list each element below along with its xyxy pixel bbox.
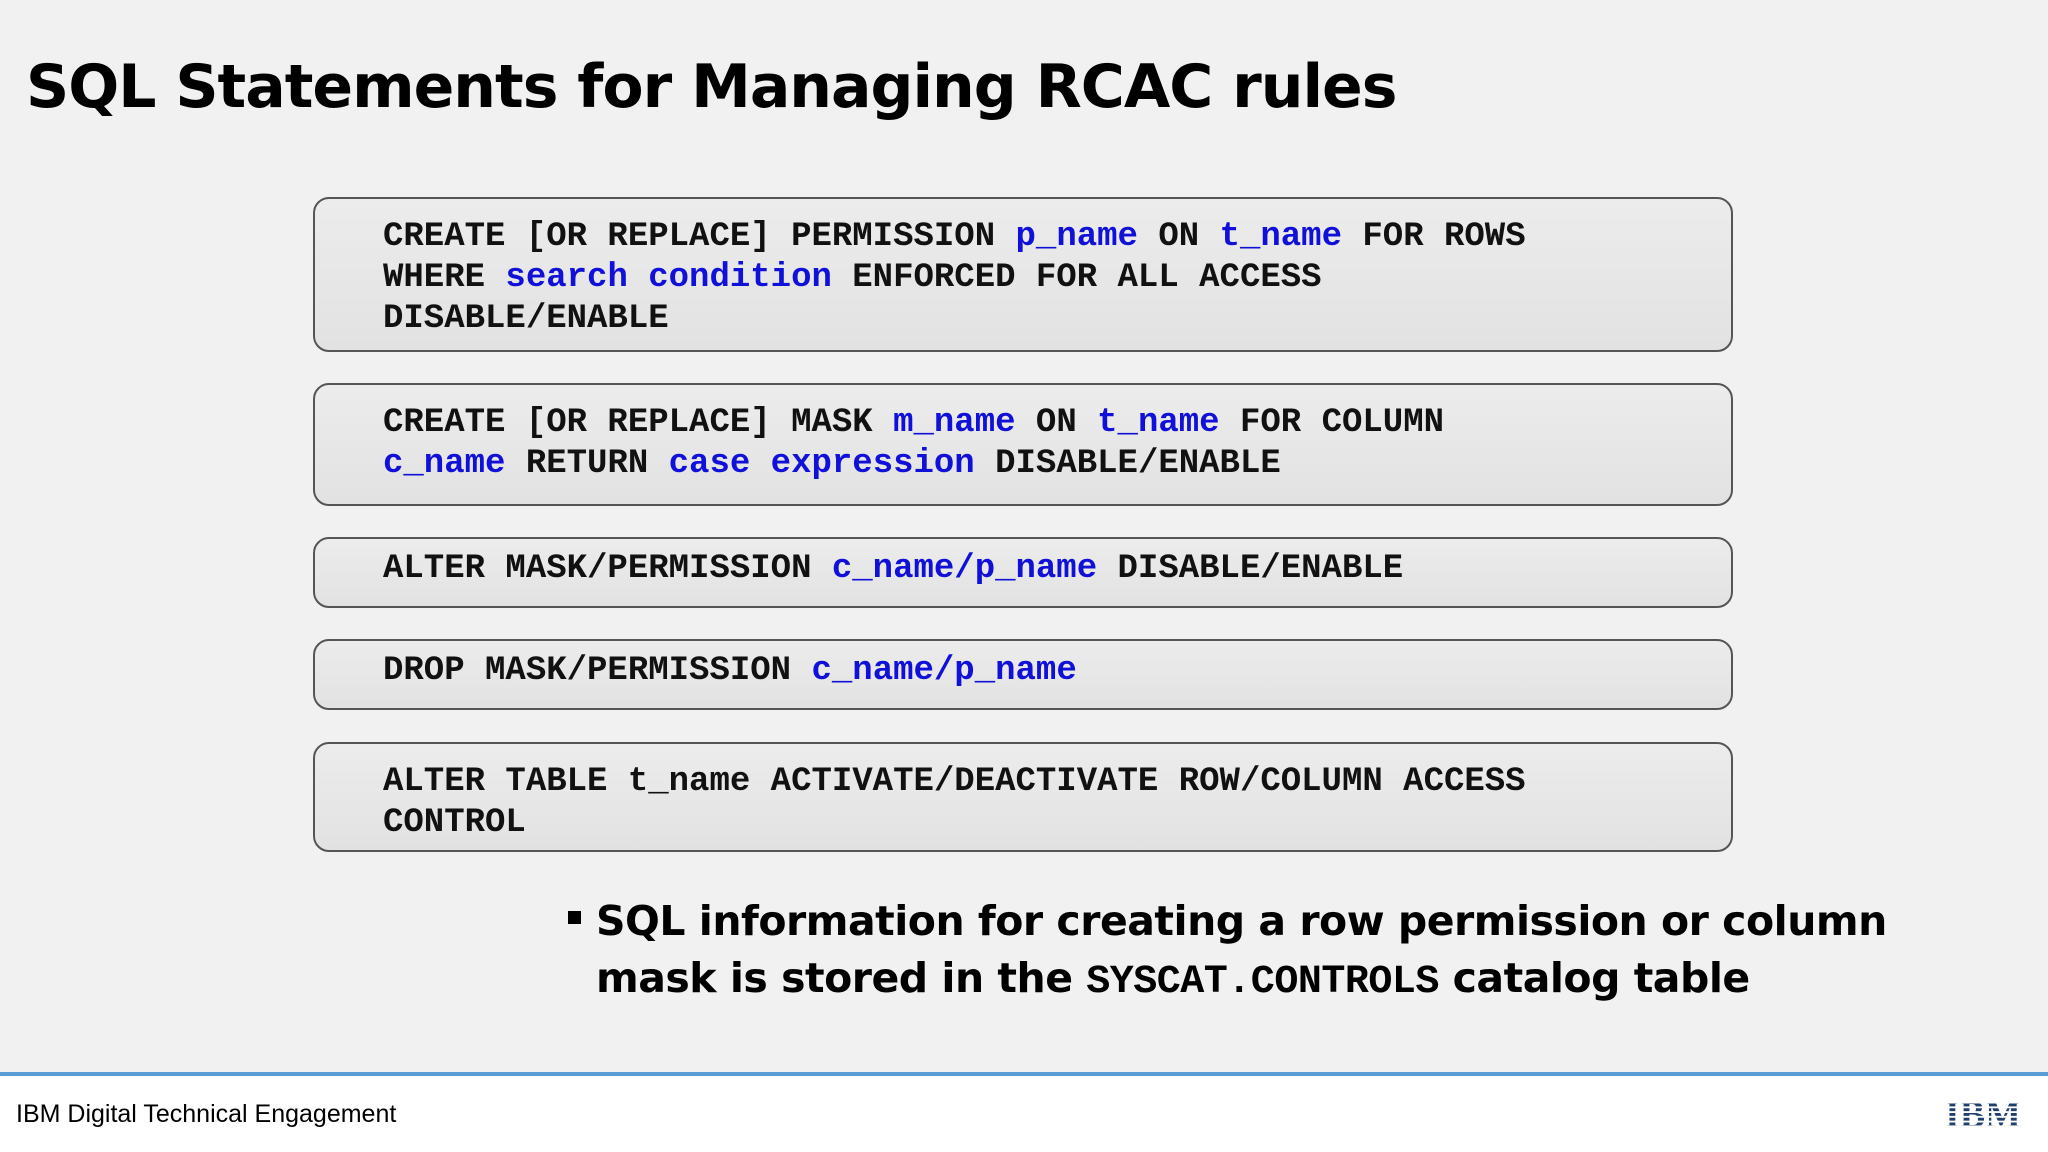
sql-placeholder: m_name [893, 404, 1016, 442]
sql-keyword: ALTER TABLE t_name ACTIVATE/DEACTIVATE R… [383, 763, 1526, 801]
sql-line: ALTER MASK/PERMISSION c_name/p_name DISA… [383, 549, 1691, 590]
sql-placeholder: c_name/p_name [831, 550, 1098, 588]
catalog-note: SQL information for creating a row permi… [568, 893, 1988, 1011]
sql-keyword: RETURN [505, 445, 669, 483]
sql-keyword: ALTER MASK/PERMISSION [383, 550, 832, 588]
sql-placeholder: c_name [383, 445, 506, 483]
sql-keyword: ENFORCED FOR ALL ACCESS [831, 259, 1322, 297]
sql-placeholder: t_name [1097, 404, 1220, 442]
sql-line: CREATE [OR REPLACE] MASK m_name ON t_nam… [383, 403, 1691, 444]
sql-keyword: ON [1015, 404, 1098, 442]
logo-text: IBM [1945, 1094, 2021, 1132]
catalog-note-text: SQL information for creating a row permi… [596, 893, 1988, 1011]
sql-keyword: FOR COLUMN [1219, 404, 1444, 442]
slide: SQL Statements for Managing RCAC rules C… [0, 0, 2048, 1072]
ibm-logo: IBM [1945, 1094, 2021, 1132]
sql-keyword: CONTROL [383, 804, 526, 842]
sql-statement-create-permission: CREATE [OR REPLACE] PERMISSION p_name ON… [313, 197, 1733, 352]
bullet-icon [568, 911, 581, 924]
sql-keyword: DISABLE/ENABLE [1097, 550, 1404, 588]
sql-statement-alter-mask-permission: ALTER MASK/PERMISSION c_name/p_name DISA… [313, 537, 1733, 608]
sql-line: DISABLE/ENABLE [383, 299, 1691, 340]
sql-placeholder: p_name [1015, 218, 1138, 256]
sql-line: CONTROL [383, 803, 1691, 844]
sql-line: CREATE [OR REPLACE] PERMISSION p_name ON… [383, 217, 1691, 258]
sql-statement-drop-mask-permission: DROP MASK/PERMISSION c_name/p_name [313, 639, 1733, 710]
sql-keyword: WHERE [383, 259, 506, 297]
footer-divider [0, 1072, 2048, 1076]
sql-line: WHERE search condition ENFORCED FOR ALL … [383, 258, 1691, 299]
note-code: SYSCAT.CONTROLS [1086, 960, 1439, 1005]
sql-line: DROP MASK/PERMISSION c_name/p_name [383, 651, 1691, 692]
sql-keyword: DISABLE/ENABLE [974, 445, 1281, 483]
footer-label: IBM Digital Technical Engagement [16, 1100, 397, 1128]
note-prefix: SQL information for creating a row permi… [596, 897, 1887, 1002]
sql-placeholder: t_name [1219, 218, 1342, 256]
sql-keyword: DROP MASK/PERMISSION [383, 652, 812, 690]
sql-keyword: CREATE [OR REPLACE] PERMISSION [383, 218, 1016, 256]
note-suffix: catalog table [1438, 954, 1751, 1002]
sql-keyword: FOR ROWS [1341, 218, 1526, 256]
sql-placeholder: c_name/p_name [811, 652, 1077, 690]
sql-keyword: CREATE [OR REPLACE] MASK [383, 404, 894, 442]
sql-placeholder: search condition [505, 259, 832, 297]
sql-statement-create-mask: CREATE [OR REPLACE] MASK m_name ON t_nam… [313, 383, 1733, 506]
sql-statement-alter-table: ALTER TABLE t_name ACTIVATE/DEACTIVATE R… [313, 742, 1733, 852]
sql-placeholder: case expression [668, 445, 975, 483]
sql-line: ALTER TABLE t_name ACTIVATE/DEACTIVATE R… [383, 762, 1691, 803]
sql-keyword: DISABLE/ENABLE [383, 300, 669, 338]
sql-line: c_name RETURN case expression DISABLE/EN… [383, 444, 1691, 485]
sql-keyword: ON [1137, 218, 1220, 256]
page-title: SQL Statements for Managing RCAC rules [26, 52, 1397, 122]
